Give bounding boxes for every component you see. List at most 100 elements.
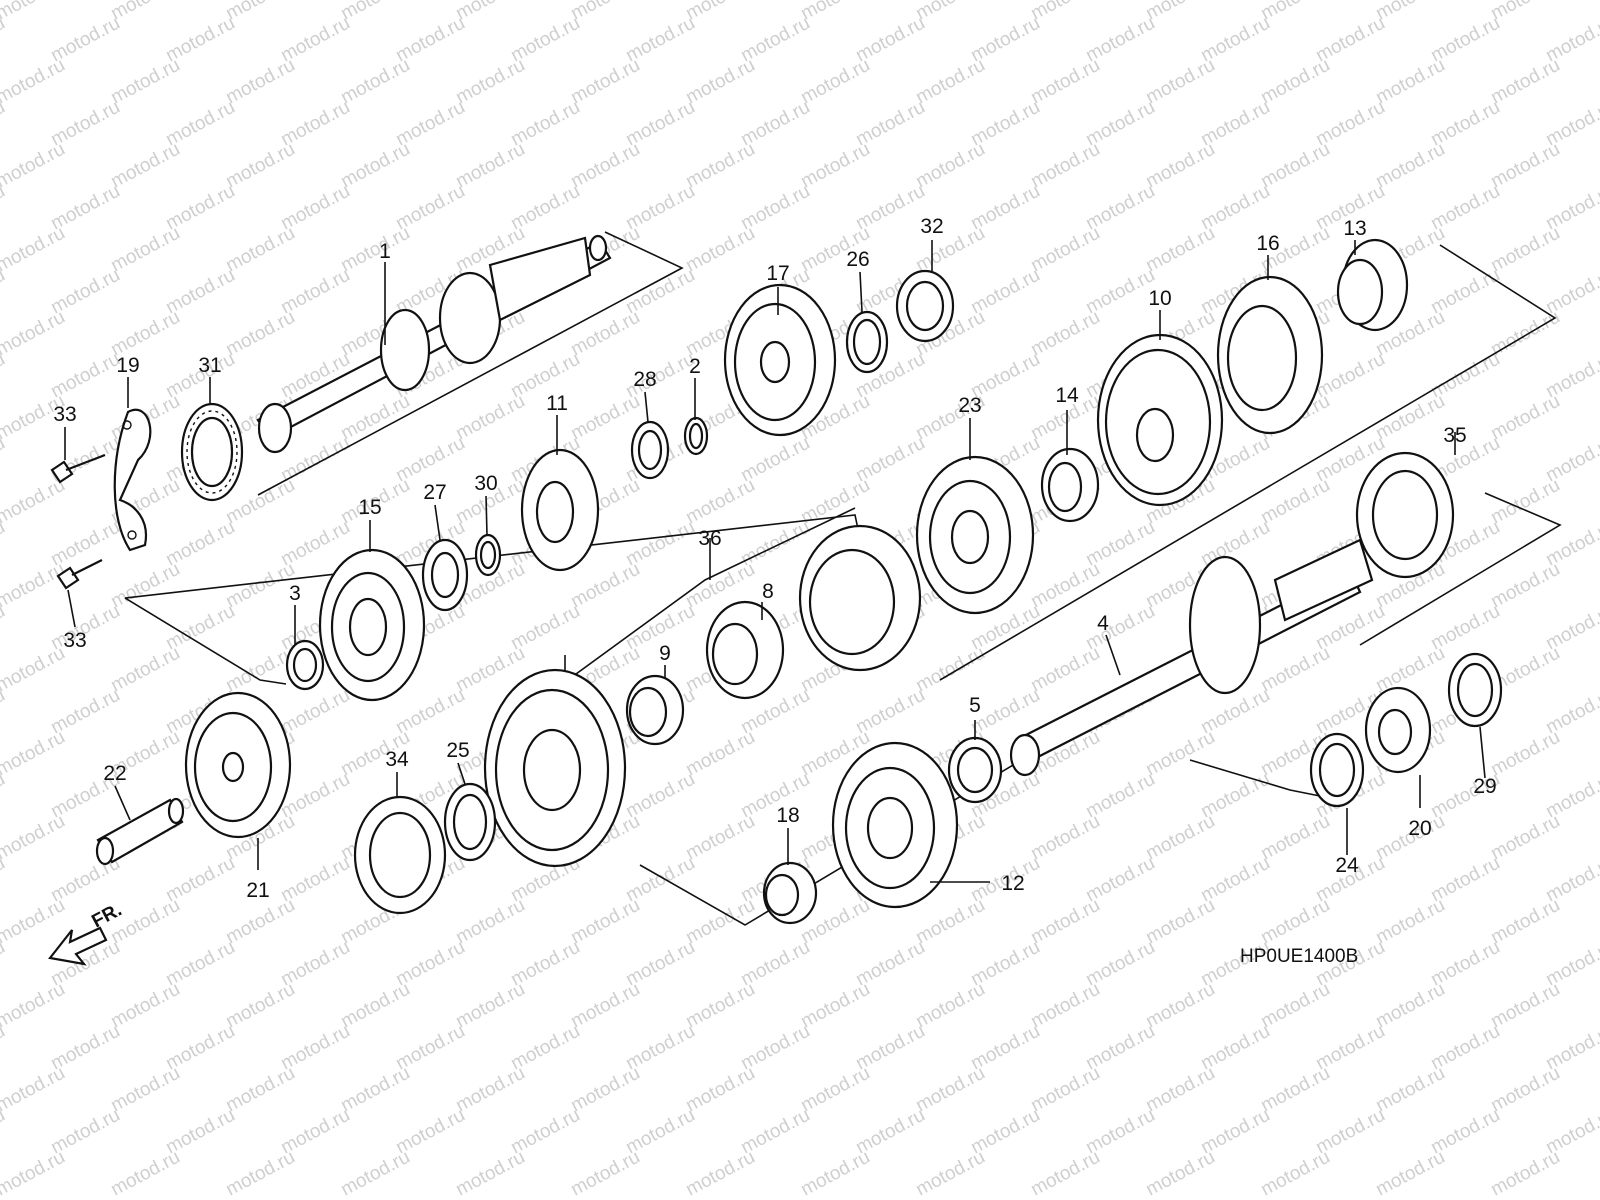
watermark-text: motod.ru [1487, 979, 1563, 1033]
watermark-text: motod.ru [1372, 1147, 1448, 1200]
watermark-text: motod.ru [912, 0, 988, 24]
watermark-text: motod.ru [682, 979, 758, 1033]
watermark-text: motod.ru [0, 895, 69, 949]
watermark-text: motod.ru [222, 0, 298, 24]
watermark-text: motod.ru [682, 0, 758, 24]
callout-10: 10 [1148, 287, 1171, 310]
watermark-text: motod.ru [1027, 1147, 1103, 1200]
collar-part-3 [285, 639, 325, 691]
watermark-text: motod.ru [452, 1147, 528, 1200]
watermark-text: motod.ru [912, 643, 988, 697]
watermark-text: motod.ru [1142, 811, 1218, 865]
callout-36: 36 [698, 527, 721, 550]
callout-19: 19 [116, 354, 139, 377]
watermark-text: motod.ru [1142, 223, 1218, 277]
watermark-text: motod.ru [0, 55, 69, 109]
watermark-text: motod.ru [912, 1063, 988, 1117]
watermark-text: motod.ru [797, 0, 873, 24]
watermark-text: motod.ru [1372, 391, 1448, 445]
watermark-text: motod.ru [222, 307, 298, 361]
watermark-text: motod.ru [797, 139, 873, 193]
callout-8: 8 [762, 580, 774, 603]
gear-part-11 [520, 448, 600, 572]
callout-5: 5 [969, 694, 981, 717]
gear-part-17 [723, 283, 837, 437]
circlip-part-30 [474, 533, 502, 577]
watermark-text: motod.ru [107, 895, 183, 949]
watermark-text: motod.ru [1142, 0, 1218, 24]
watermark-text: motod.ru [1027, 139, 1103, 193]
watermark-text: motod.ru [107, 979, 183, 1033]
callout-28: 28 [633, 368, 656, 391]
callout-11: 11 [546, 392, 568, 415]
watermark-text: motod.ru [1027, 895, 1103, 949]
callout-31: 31 [198, 354, 221, 377]
watermark-text: motod.ru [1372, 895, 1448, 949]
watermark-text: motod.ru [1372, 0, 1448, 24]
gear-part-21 [184, 691, 292, 839]
callout-30: 30 [474, 472, 497, 495]
watermark-text: motod.ru [567, 391, 643, 445]
watermark-text: motod.ru [1487, 1063, 1563, 1117]
watermark-text: motod.ru [1257, 475, 1333, 529]
mainshaft-part-1 [256, 234, 612, 454]
watermark-text: motod.ru [567, 895, 643, 949]
callout-16: 16 [1256, 232, 1279, 255]
watermark-text: motod.ru [567, 979, 643, 1033]
watermark-text: motod.ru [1142, 139, 1218, 193]
watermark-text: motod.ru [0, 223, 69, 277]
watermark-text: motod.ru [1142, 1147, 1218, 1200]
washer-part-28 [630, 420, 670, 480]
bearing-part-31 [180, 402, 244, 502]
watermark-text: motod.ru [1257, 139, 1333, 193]
watermark-text: motod.ru [1487, 0, 1563, 24]
watermark-text: motod.ru [1487, 139, 1563, 193]
watermark-text: motod.ru [567, 55, 643, 109]
collar-part-2 [683, 416, 709, 456]
watermark-text: motod.ru [0, 1147, 69, 1200]
bolt-part-33a [50, 453, 106, 484]
watermark-text: motod.ru [1487, 1147, 1563, 1200]
watermark-text: motod.ru [1257, 811, 1333, 865]
watermark-text: motod.ru [1027, 223, 1103, 277]
callout-18: 18 [776, 804, 799, 827]
watermark-text: motod.ru [567, 1063, 643, 1117]
gear-part-36 [483, 668, 627, 868]
bushing-part-18 [762, 861, 818, 925]
watermark-text: motod.ru [1027, 979, 1103, 1033]
watermark-text: motod.ru [1487, 559, 1563, 613]
watermark-text: motod.ru [1257, 1147, 1333, 1200]
watermark-text: motod.ru [1487, 895, 1563, 949]
watermark-text: motod.ru [0, 475, 69, 529]
gear-part-15 [318, 548, 426, 702]
watermark-text: motod.ru [682, 223, 758, 277]
callout-26: 26 [846, 248, 869, 271]
washer-part-25 [443, 782, 497, 862]
shaft-part-22 [95, 797, 185, 866]
watermark-text: motod.ru [912, 979, 988, 1033]
callout-9: 9 [659, 642, 671, 665]
watermark-text: motod.ru [1487, 223, 1563, 277]
callout-21: 21 [246, 879, 269, 902]
callout-12: 12 [1001, 872, 1024, 895]
watermark-text: motod.ru [107, 223, 183, 277]
callout-33-bottom: 33 [63, 629, 86, 652]
watermark-text: motod.ru [682, 55, 758, 109]
watermark-text: motod.ru [0, 559, 69, 613]
callout-32: 32 [920, 215, 943, 238]
bearing-part-35 [1355, 451, 1455, 579]
callout-35: 35 [1443, 424, 1466, 447]
watermark-text: motod.ru [567, 139, 643, 193]
arrow-left-icon [48, 926, 108, 966]
watermark-text: motod.ru [0, 643, 69, 697]
watermark-text: motod.ru [222, 223, 298, 277]
watermark-text: motod.ru [1372, 139, 1448, 193]
bushing-part-13 [1336, 238, 1409, 332]
callout-23: 23 [958, 394, 981, 417]
callout-2: 2 [689, 355, 701, 378]
watermark-text: motod.ru [0, 307, 69, 361]
watermark-text: motod.ru [1487, 391, 1563, 445]
callout-17: 17 [766, 262, 789, 285]
